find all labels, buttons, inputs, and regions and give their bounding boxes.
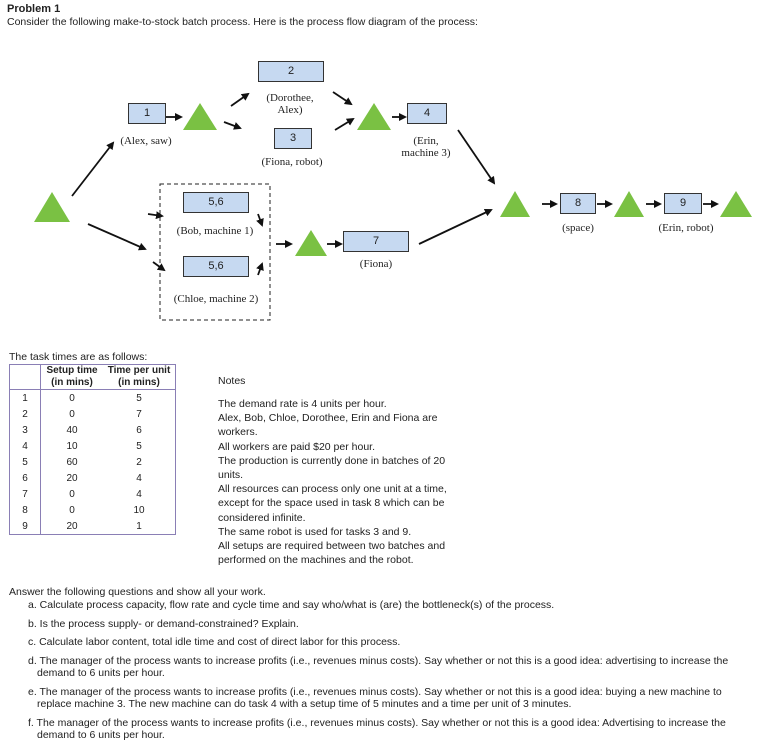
notes-line: The production is currently done in batc… [218, 454, 446, 467]
process-flow-diagram [34, 91, 752, 321]
problem-intro: Consider the following make-to-stock bat… [7, 16, 478, 28]
process-box-56-bottom: 5,6 [183, 256, 249, 277]
process-box-8: 8 [560, 193, 596, 214]
inventory-triangle-before-8 [500, 191, 530, 217]
questions-list: a. Calculate process capacity, flow rate… [28, 599, 763, 748]
questions-intro: Answer the following questions and show … [9, 586, 266, 598]
col-header-setup: Setup time(in mins) [40, 364, 103, 390]
caption-task-9: (Erin, robot) [658, 222, 714, 234]
inventory-triangle-after-1 [183, 103, 217, 130]
notes-line: units. [218, 469, 244, 482]
notes-line: All setups are required between two batc… [218, 540, 446, 553]
caption-task-2-line2: Alex) [277, 104, 303, 116]
question-a: a. Calculate process capacity, flow rate… [28, 599, 555, 611]
inventory-triangle-start [34, 192, 70, 222]
notes-line: All resources can process only one unit … [218, 483, 447, 496]
process-box-9: 9 [664, 193, 702, 214]
question-e: e. The manager of the process wants to i… [28, 685, 722, 711]
process-box-2: 2 [258, 61, 324, 82]
task-times-label: The task times are as follows: [9, 351, 148, 363]
question-f: f. The manager of the process wants to i… [28, 716, 726, 742]
notes-line: Alex, Bob, Chloe, Dorothee, Erin and Fio… [218, 412, 438, 425]
inventory-triangle-after-23 [357, 103, 391, 130]
caption-task-5: (Bob, machine 1) [176, 225, 254, 237]
caption-task-3: (Fiona, robot) [261, 156, 323, 168]
question-c: c. Calculate labor content, total idle t… [28, 636, 401, 648]
caption-task-1: (Alex, saw) [120, 135, 172, 147]
process-box-3: 3 [274, 128, 312, 149]
caption-task-4-line2: machine 3) [401, 147, 451, 159]
task-times-table: Setup time(in mins) Time per unit(in min… [9, 364, 176, 535]
inventory-triangle-after-56 [295, 230, 327, 256]
question-d: d. The manager of the process wants to i… [28, 654, 729, 680]
inventory-triangle-end [720, 191, 752, 217]
notes-line: The demand rate is 4 units per hour. [218, 398, 387, 410]
notes-heading: Notes [218, 375, 246, 387]
caption-task-2-line1: (Dorothee, [266, 92, 314, 104]
caption-task-7: (Fiona) [359, 258, 393, 270]
question-b: b. Is the process supply- or demand-cons… [28, 617, 299, 630]
process-box-4: 4 [407, 103, 447, 124]
notes-line: workers. [218, 426, 258, 439]
notes-line: considered infinite. [218, 511, 306, 524]
inventory-triangle-after-8 [614, 191, 644, 217]
col-header-per-unit: Time per unit(in mins) [103, 364, 176, 390]
dashed-group-56 [159, 183, 271, 321]
process-box-7: 7 [343, 231, 409, 252]
problem-title: Problem 1 [7, 3, 61, 15]
caption-task-6: (Chloe, machine 2) [173, 293, 259, 305]
notes-line: except for the space used in task 8 whic… [218, 497, 445, 510]
process-box-1: 1 [128, 103, 166, 124]
process-box-56-top: 5,6 [183, 192, 249, 213]
notes-list: The demand rate is 4 units per hour. Ale… [218, 397, 468, 567]
caption-task-8: (space) [562, 222, 594, 234]
notes-line: The same robot is used for tasks 3 and 9… [218, 525, 412, 538]
notes-line: All workers are paid $20 per hour. [218, 440, 376, 453]
notes-line: performed on the machines and the robot. [218, 554, 414, 567]
caption-task-4-line1: (Erin, [413, 135, 439, 147]
